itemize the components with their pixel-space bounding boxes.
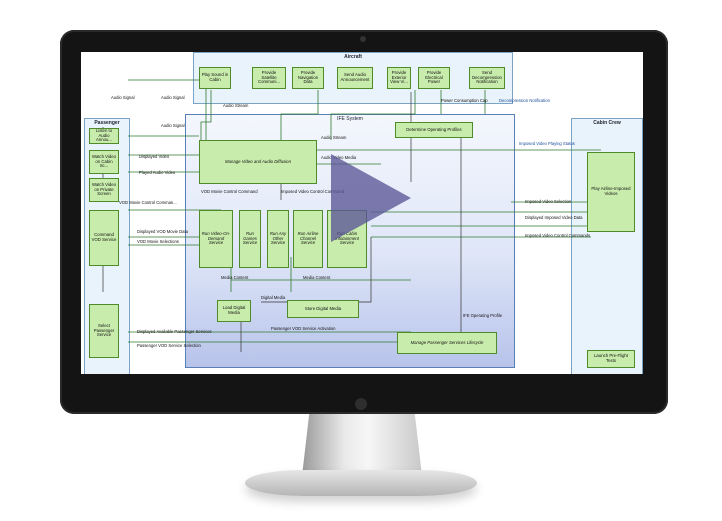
- lane-title-aircraft: Aircraft: [344, 54, 362, 60]
- exchange-audio-signal-1: Audio Signal: [111, 95, 135, 100]
- function-select-passenger[interactable]: Select Passenger Service: [89, 304, 119, 358]
- function-play-airline[interactable]: Play Airline-Imposed Videos: [587, 152, 635, 232]
- function-store-media[interactable]: Store Digital Media: [287, 300, 359, 318]
- function-provide-ext-view[interactable]: Provide Exterior View Vi...: [387, 67, 411, 89]
- exchange-passenger-vod-selection: Passenger VOD Service Selection: [137, 343, 201, 348]
- function-launch-preflight[interactable]: Launch Pre-Flight Tests: [587, 350, 635, 368]
- exchange-media-content-2: Media Content: [303, 275, 331, 280]
- function-watch-cabin[interactable]: Watch Video on Cabin Sc...: [89, 150, 119, 174]
- function-watch-private[interactable]: Watch Video on Private Screen: [89, 178, 119, 202]
- exchange-media-content-1: Media Content: [221, 275, 249, 280]
- exchange-audio-signal-3: Audio Signal: [161, 123, 185, 128]
- lane-title-passenger: Passenger: [94, 120, 120, 126]
- function-run-airline-channel[interactable]: Run Airline Channel Service: [293, 210, 323, 268]
- exchange-vod-movie-selections: VOD Movie Selections: [137, 239, 179, 244]
- lane-title-ife: IFE System: [337, 116, 363, 122]
- function-manage-video[interactable]: Manage Video and Audio Diffusion: [199, 140, 317, 184]
- exchange-passenger-vod-activation: Passenger VOD Service Activation: [271, 326, 336, 331]
- camera-icon: [360, 36, 366, 42]
- play-icon[interactable]: [331, 154, 411, 242]
- exchange-imposed-video-selection: Imposed Video Selection: [525, 199, 572, 204]
- exchange-decomp-notif: Decompression Notification: [499, 98, 550, 103]
- monitor-stand-neck: [302, 414, 422, 476]
- exchange-imposed-video-control-cmds: Imposed Video Control Commands: [525, 233, 591, 238]
- exchange-imposed-video-status: Imposed Video Playing Status: [519, 141, 575, 146]
- exchange-audio-signal-2: Audio Signal: [161, 95, 185, 100]
- exchange-displayed-video: Displayed Video: [139, 154, 170, 159]
- function-command-vod[interactable]: Command VOD Service: [89, 210, 119, 266]
- exchange-power-cap: Power Consumption Cap: [441, 98, 488, 103]
- lane-title-cabin-crew: Cabin Crew: [593, 120, 621, 126]
- function-run-vod[interactable]: Run Video-On-Demand Service: [199, 210, 233, 268]
- function-run-any-other[interactable]: Run Any Other Service: [267, 210, 289, 268]
- function-listen-audio[interactable]: Listen to Audio Annou...: [89, 128, 119, 144]
- function-send-decomp[interactable]: Send Decompression Notification: [469, 67, 505, 89]
- function-send-audio-ann[interactable]: Send Audio Announcement: [337, 67, 373, 89]
- exchange-audio-stream-1: Audio Stream: [223, 103, 249, 108]
- exchange-vod-movie-control-cmd: VOD Movie Control Command: [201, 189, 258, 194]
- exchange-displayed-imposed-video: Displayed Imposed Video Data: [525, 215, 583, 220]
- function-provide-satellite[interactable]: Provide Satellite Communi...: [252, 67, 286, 89]
- diagram-screen: Aircraft Passenger Cabin Crew IFE System: [81, 52, 643, 374]
- function-determine-profiles[interactable]: Determine Operating Profiles: [395, 122, 473, 138]
- monitor-stand-base: [245, 470, 477, 496]
- function-load-media[interactable]: Load Digital Media: [217, 300, 251, 322]
- exchange-audio-stream-2: Audio Stream: [321, 135, 347, 140]
- function-provide-nav[interactable]: Provide Navigation Data: [292, 67, 324, 89]
- function-manage-lifecycle[interactable]: Manage Passenger Services Lifecycle: [397, 332, 497, 354]
- exchange-displayed-vod-movie: Displayed VOD Movie Data: [137, 229, 188, 234]
- function-run-games[interactable]: Run Games Service: [239, 210, 261, 268]
- exchange-ife-operating-profile: IFE Operating Profile: [463, 313, 503, 318]
- exchange-vod-movie-control: VOD Movie Control Comman...: [119, 200, 177, 205]
- function-provide-power[interactable]: Provide Electrical Power: [418, 67, 450, 89]
- monitor-logo: [355, 398, 367, 410]
- exchange-displayed-available: Displayed Available Passenger Services: [137, 329, 212, 334]
- exchange-digital-media: Digital Media: [261, 295, 286, 300]
- function-play-sound[interactable]: Play Sound in Cabin: [199, 67, 231, 89]
- exchange-imposed-video-control: Imposed Video Control Command: [281, 189, 345, 194]
- exchange-played-audio-video: Played Audio Video: [139, 170, 176, 175]
